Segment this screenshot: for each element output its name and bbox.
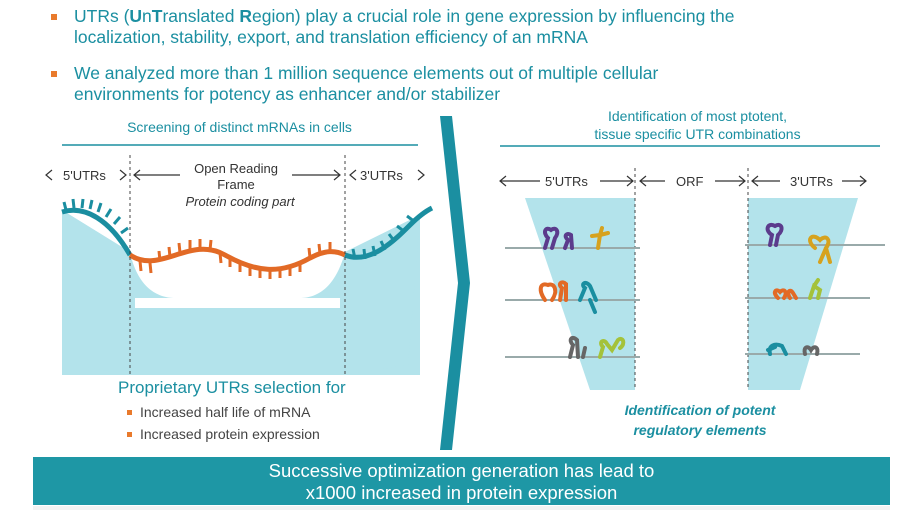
bullet-square-icon [127,432,132,437]
bullet-utr-role: UTRs (UnTranslated Region) play a crucia… [42,6,735,48]
selection-title: Proprietary UTRs selection for [118,378,346,397]
protein-coding-label: Protein coding part [185,194,295,209]
selection-item: Increased half life of mRNA [127,404,310,420]
right-section-title: Identification of most ptotent, tissue s… [594,108,801,142]
mrna-3utr-bases [351,214,416,260]
bullet-square-icon [127,410,132,415]
mrna-5utr-strand [61,207,133,257]
bullet-2-line-2: environments for potency as enhancer and… [74,84,501,104]
mrna-orf-strand [128,246,347,272]
right-arrows [499,175,867,187]
funnel-3utr [748,198,858,390]
bullet-square-icon [51,14,57,20]
bullet-2-line-1: We analyzed more than 1 million sequence… [74,63,659,83]
mrna-5utr-bases [62,198,129,235]
left-5utr-label: 5'UTRs [63,168,106,183]
identification-caption: Identification of potent regulatory elem… [624,402,776,438]
right-orf-label: ORF [676,174,704,189]
bullet-1-line-2: localization, stability, export, and tra… [74,27,588,47]
banner-shadow [33,506,890,510]
banner-line-2: x1000 increased in protein expression [305,482,618,503]
banner-line-1: Successive optimization generation has l… [268,460,655,481]
left-section-title: Screening of distinct mRNAs in cells [127,119,352,135]
orf-label: Open Reading Frame [194,161,278,192]
summary-banner: Successive optimization generation has l… [33,457,890,505]
bullet-analysis: We analyzed more than 1 million sequence… [42,63,658,105]
selection-item: Increased protein expression [127,426,320,442]
cell-trough-fill [62,210,420,375]
mrna-orf-bases [138,239,332,279]
chevron-arrow-icon [440,116,470,450]
right-3utr-label: 3'UTRs [790,174,833,189]
stem-loop-elements [538,223,832,359]
bullet-1-line-1: UTRs (UnTranslated Region) play a crucia… [74,6,735,26]
bullet-square-icon [51,71,57,77]
left-3utr-label: 3'UTRs [360,168,403,183]
right-5utr-label: 5'UTRs [545,174,588,189]
left-arrows [45,169,425,181]
trough-gap [135,298,340,308]
